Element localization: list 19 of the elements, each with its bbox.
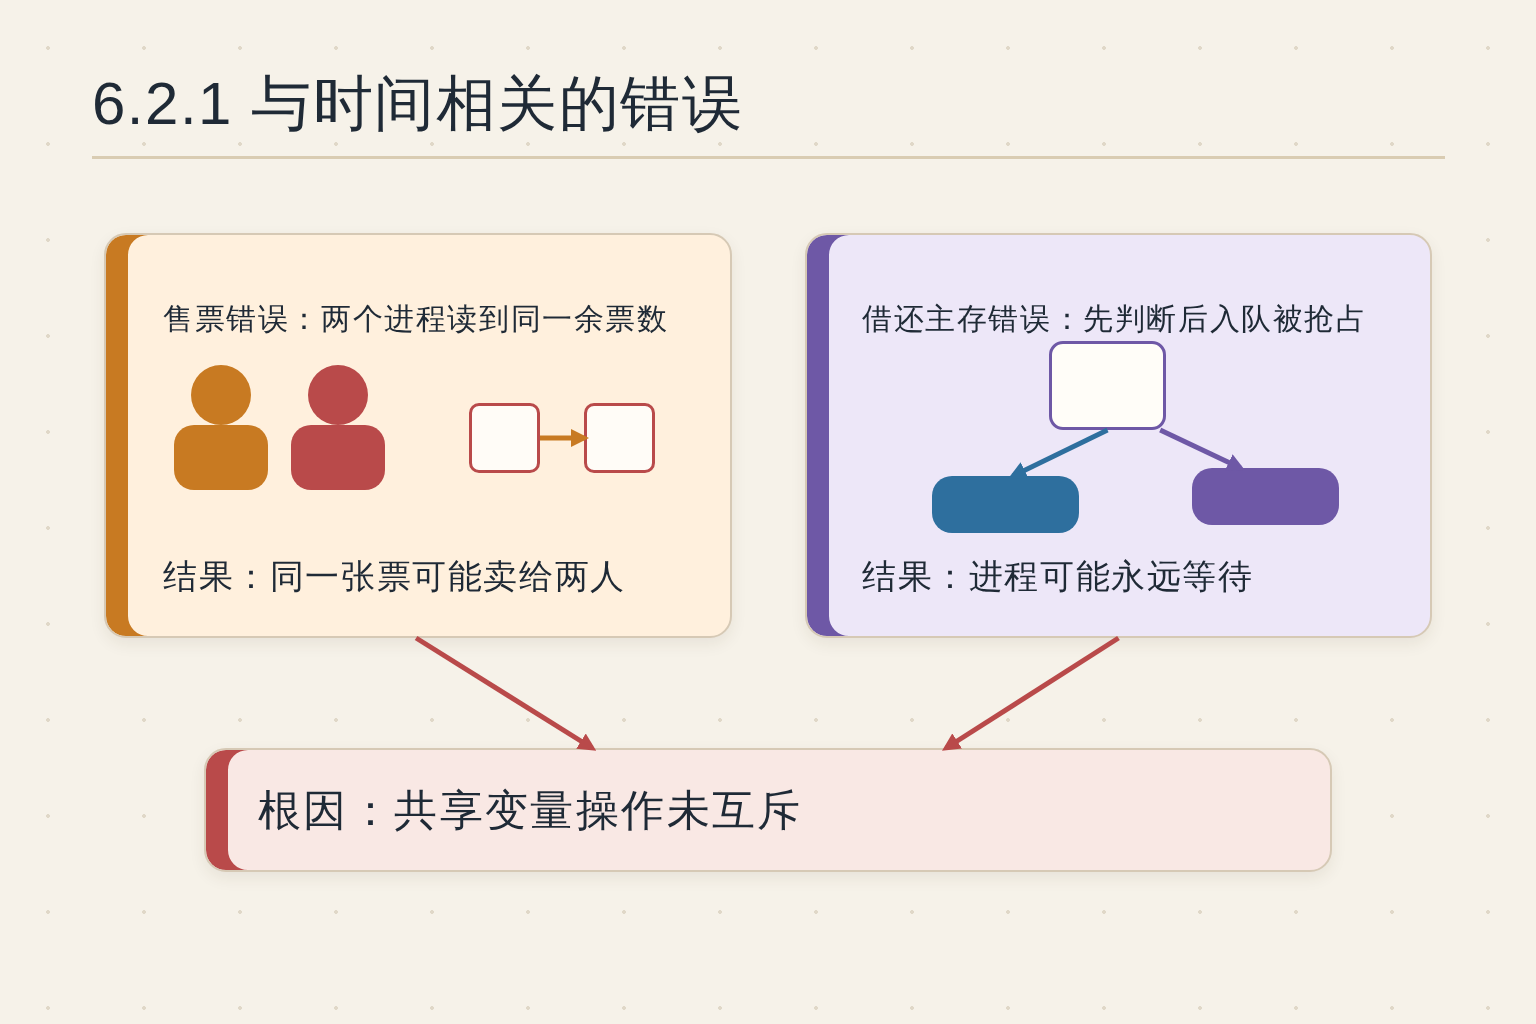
root-cause-card (204, 748, 1332, 872)
error-card (104, 233, 732, 638)
arrow (540, 429, 589, 447)
card-heading: 售票错误：两个进程读到同一余票数 (163, 301, 669, 337)
arrow (1008, 427, 1109, 479)
filled-box (1192, 468, 1339, 525)
square-box (469, 403, 540, 473)
square-box (584, 403, 655, 473)
cause-text: 根因：共享变量操作未互斥 (258, 785, 803, 837)
arrow (414, 635, 597, 751)
arrow (942, 635, 1120, 751)
error-card (805, 233, 1432, 638)
rounded-box (1049, 341, 1166, 430)
result-text: 结果：同一张票可能卖给两人 (163, 556, 626, 597)
page-title: 6.2.1 与时间相关的错误 (92, 69, 744, 139)
card-heading: 借还主存错误：先判断后入队被抢占 (862, 301, 1368, 337)
result-text: 结果：进程可能永远等待 (862, 556, 1254, 597)
arrow (1159, 427, 1245, 471)
filled-box (932, 476, 1079, 533)
